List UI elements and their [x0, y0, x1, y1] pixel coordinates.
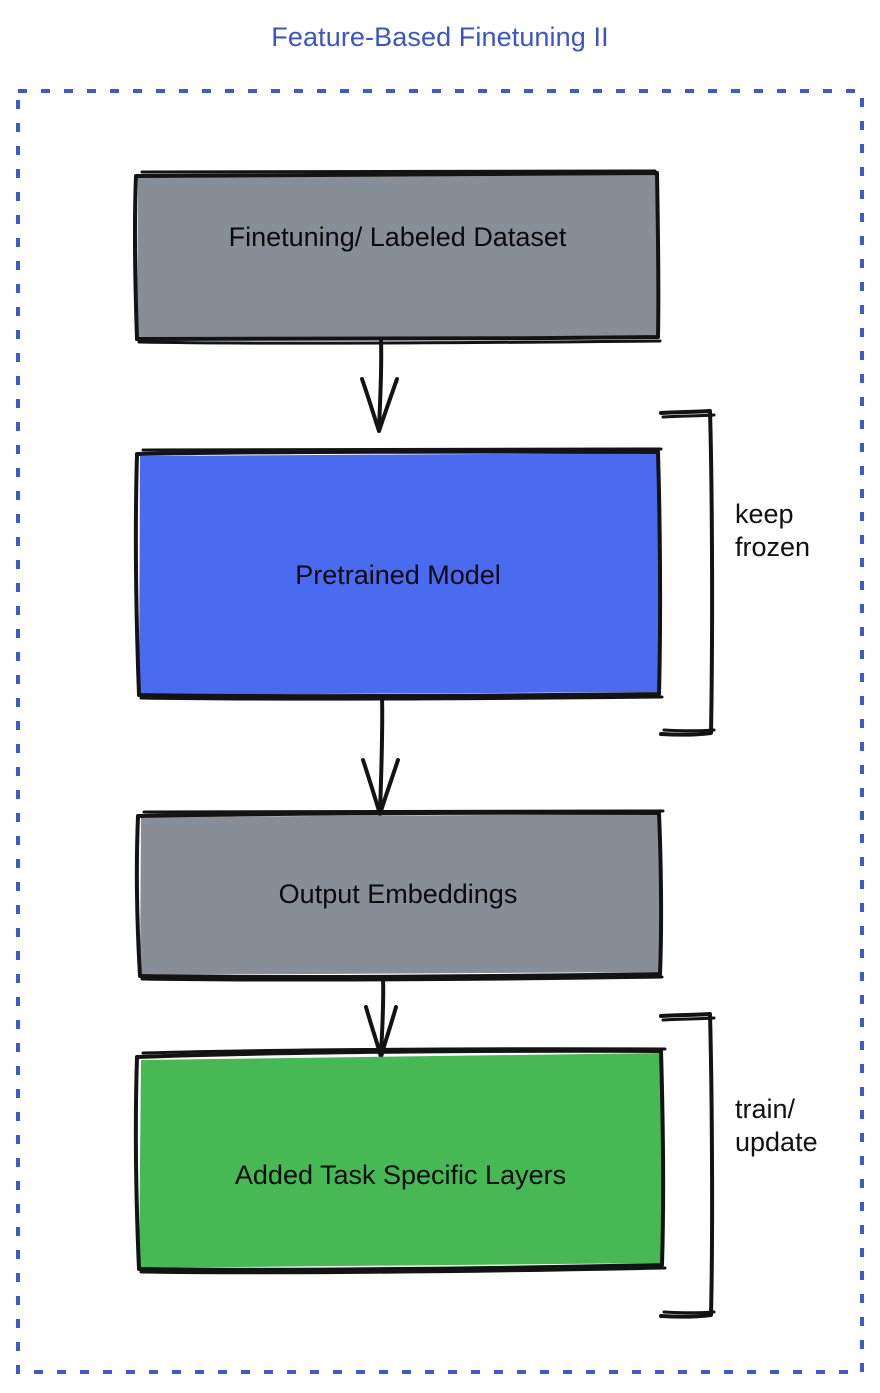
node-label-output-embeddings: Output Embeddings	[278, 879, 518, 909]
node-outline-added-task-specific-layers	[133, 1048, 666, 1272]
edge-dataset-to-model	[360, 339, 399, 433]
bracket-keep-frozen	[659, 409, 716, 737]
node-fill-finetuning-dataset	[137, 174, 659, 338]
node-label-pretrained-model: Pretrained Model	[295, 560, 501, 590]
dashed-frame	[16, 89, 864, 1374]
node-pretrained-model[interactable]	[133, 447, 664, 701]
node-output-embeddings[interactable]	[134, 809, 665, 982]
node-outline2-output-embeddings	[140, 809, 665, 982]
bracket-train-update-stroke2	[661, 1016, 716, 1315]
node-outline-output-embeddings	[134, 810, 664, 980]
edge-line-2	[378, 695, 385, 815]
edge-output-to-layers	[364, 975, 398, 1059]
bracket-keep-frozen-stroke2	[661, 413, 716, 733]
edge-arrowhead-1	[360, 377, 399, 433]
edge-arrowhead-2	[361, 758, 400, 816]
bracket-train-update	[659, 1012, 716, 1319]
node-outline2-pretrained-model	[139, 447, 664, 701]
edge-model-to-output	[361, 695, 400, 816]
node-outline-pretrained-model	[133, 449, 663, 699]
node-fill-pretrained-model	[139, 453, 660, 695]
node-outline2-added-task-specific-layers	[139, 1047, 667, 1275]
node-finetuning-dataset[interactable]	[132, 169, 662, 345]
node-fill-output-embeddings	[140, 814, 661, 975]
node-label-added-task-specific-layers: Added Task Specific Layers	[234, 1160, 567, 1190]
bracket-train-update-stroke	[659, 1012, 715, 1319]
node-outline2-finetuning-dataset	[137, 169, 662, 345]
bracket-keep-frozen-stroke	[659, 409, 715, 737]
node-fill-added-task-specific-layers	[139, 1053, 663, 1268]
node-label-finetuning-dataset: Finetuning/ Labeled Dataset	[228, 222, 567, 252]
node-outline-finetuning-dataset	[132, 171, 661, 342]
edge-line-1	[377, 339, 384, 432]
annotation-label-keep-frozen: keep frozen	[735, 499, 811, 562]
page-title: Feature-Based Finetuning II	[271, 22, 609, 52]
annotation-label-train-update: train/ update	[735, 1094, 818, 1157]
node-added-task-specific-layers[interactable]	[133, 1047, 667, 1275]
